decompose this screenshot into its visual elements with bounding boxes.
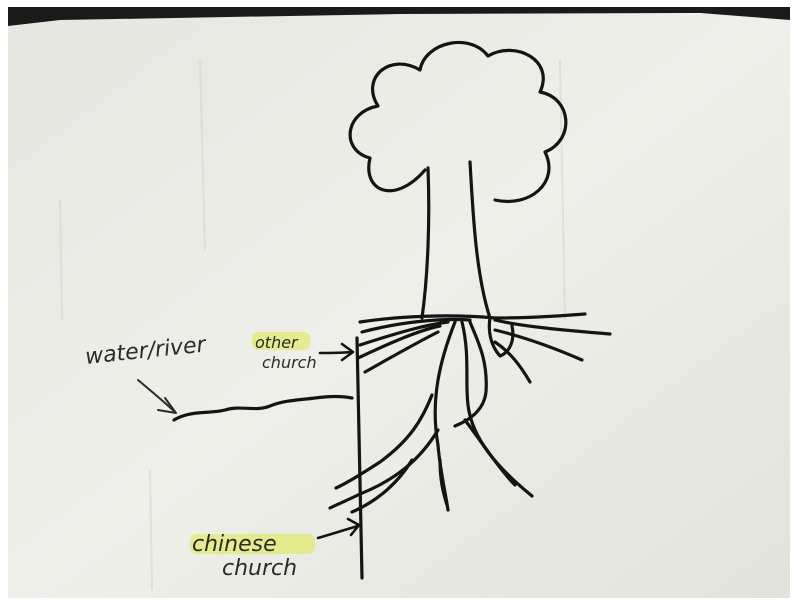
chinese-church-label-line1: chinese: [192, 532, 277, 557]
chinese-church-label-line2: church: [222, 556, 297, 581]
other-church-label-line2: church: [262, 353, 317, 372]
other-church-label-line1: other: [255, 333, 299, 352]
paper-sheet: [8, 14, 790, 599]
